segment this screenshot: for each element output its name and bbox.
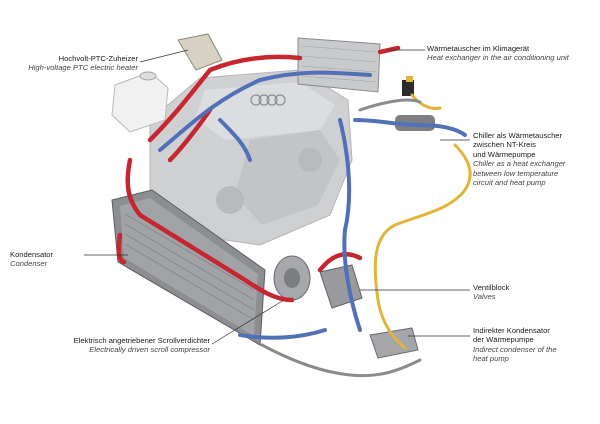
four-rings-logo xyxy=(250,94,286,106)
callout-indirect-condenser-en-2: heat pump xyxy=(473,354,509,364)
callout-indirect-condenser-de-1: Indirekter Kondensator xyxy=(473,326,550,335)
callout-ptc-heater-de: Hochvolt-PTC-Zuheizer xyxy=(58,54,138,63)
callout-chiller-de-2: zwischen NT-Kreis xyxy=(473,140,536,150)
callout-indirect-condenser: Indirekter Kondensator der Wärmepumpe In… xyxy=(473,326,598,364)
callout-ptc-heater-en: High-voltage PTC electric heater xyxy=(28,63,138,73)
ac-heat-exchanger xyxy=(297,37,381,93)
callout-chiller: Chiller als Wärmetauscher zwischen NT-Kr… xyxy=(473,131,598,187)
callout-chiller-de-1: Chiller als Wärmetauscher xyxy=(473,131,563,140)
callout-ac-heat-exchanger-en: Heat exchanger in the air conditioning u… xyxy=(427,53,569,63)
callout-ac-heat-exchanger-de: Wärmetauscher im Klimagerät xyxy=(427,44,530,53)
callout-chiller-en-1: Chiller as a heat exchanger xyxy=(473,159,566,169)
condenser-unit xyxy=(111,189,266,346)
tank-cap xyxy=(139,71,157,81)
callout-ptc-heater: Hochvolt-PTC-Zuheizer High-voltage PTC e… xyxy=(0,54,138,73)
callout-indirect-condenser-de-2: der Wärmepumpe xyxy=(473,335,534,345)
ptc-heater xyxy=(177,33,223,71)
low-temp-circuit-lines xyxy=(373,93,472,350)
callout-leader-lines xyxy=(84,49,470,345)
callout-condenser: Kondensator Condenser xyxy=(10,250,90,269)
callout-scroll-compressor: Elektrisch angetriebener Scrollverdichte… xyxy=(10,336,210,355)
callout-condenser-en: Condenser xyxy=(10,259,48,269)
callout-scroll-compressor-en: Electrically driven scroll compressor xyxy=(89,345,210,355)
callout-chiller-de-3: und Wärmepumpe xyxy=(473,149,536,159)
callout-indirect-condenser-en-1: Indirect condenser of the xyxy=(473,344,557,354)
callout-condenser-de: Kondensator xyxy=(10,250,54,259)
gray-hoses xyxy=(260,98,422,378)
callout-ac-heat-exchanger: Wärmetauscher im Klimagerät Heat exchang… xyxy=(427,44,597,63)
scroll-compressor xyxy=(273,255,311,301)
callout-valve-block-en: Valves xyxy=(473,292,496,302)
callout-scroll-compressor-de: Elektrisch angetriebener Scrollverdichte… xyxy=(73,336,210,345)
valve-block xyxy=(319,264,363,309)
callout-chiller-en-3: circuit and heat pump xyxy=(473,178,546,188)
callout-valve-block-de: Ventilblock xyxy=(473,283,510,292)
cold-refrigerant-lines xyxy=(158,70,467,340)
hot-refrigerant-lines xyxy=(116,45,401,303)
callout-chiller-en-2: between low temperature xyxy=(473,168,559,178)
callout-valve-block: Ventilblock Valves xyxy=(473,283,593,302)
indirect-condenser xyxy=(369,327,419,359)
